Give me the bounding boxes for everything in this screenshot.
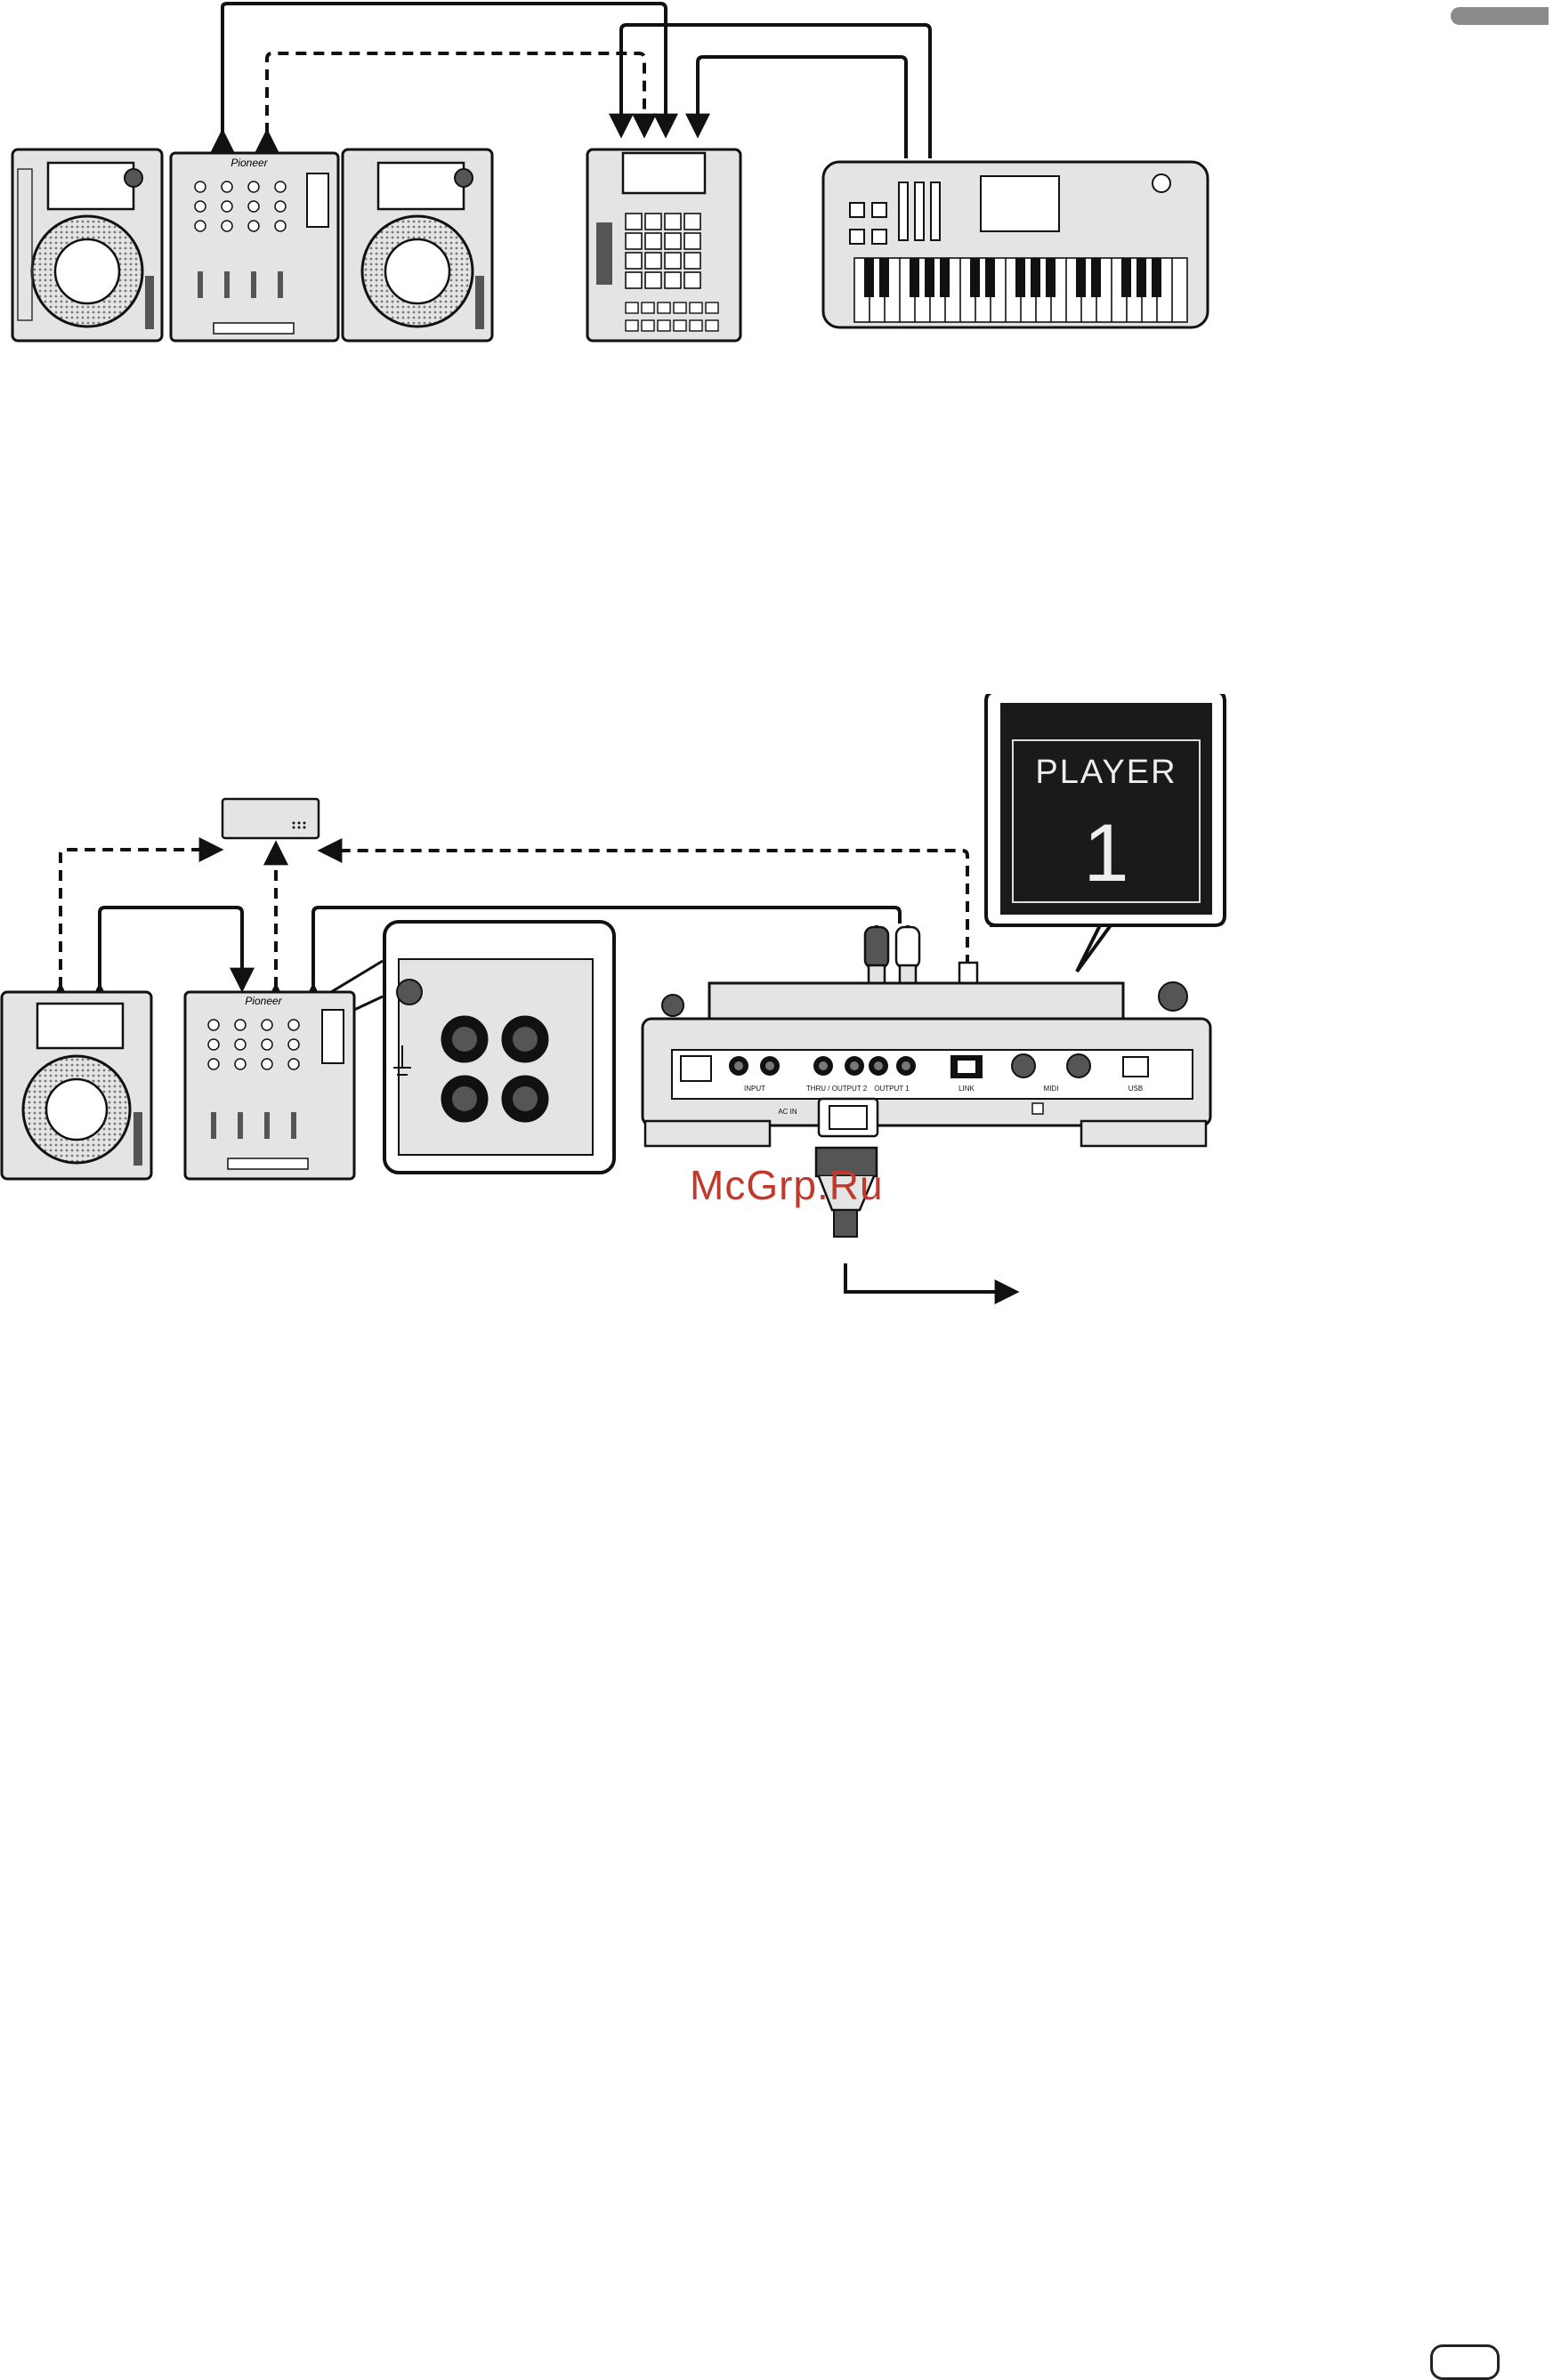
sampler-unit [587, 149, 740, 341]
midi-keyboard [823, 162, 1208, 327]
cdj-player-left [12, 149, 162, 341]
mixer-brand-label-bottom: Pioneer [245, 995, 282, 1007]
mixer-top: Pioneer [171, 153, 338, 341]
link-label: LINK [958, 1085, 975, 1093]
cdj-player-bottom [2, 992, 151, 1179]
input-label: INPUT [744, 1085, 765, 1093]
watermark-text: McGrp.Ru [690, 1161, 884, 1209]
rca-plugs [865, 927, 919, 983]
thru-output2-label: THRU / OUTPUT 2 [806, 1085, 868, 1093]
usb-label: USB [1128, 1085, 1143, 1093]
ac-in-label: AC IN [778, 1108, 797, 1116]
player-number-callout: PLAYER 1 [986, 694, 1225, 972]
callout-player-label: PLAYER [1035, 754, 1177, 791]
cdj-player-right [343, 149, 492, 341]
jack-zoom-inset [331, 922, 614, 1173]
page-number-badge [1430, 2344, 1500, 2380]
mixer-bottom: Pioneer [185, 992, 354, 1179]
top-cables [222, 4, 930, 158]
network-hub [222, 799, 319, 838]
bottom-connection-diagram: Pioneer [0, 694, 1553, 1317]
midi-label: MIDI [1044, 1085, 1059, 1093]
output1-label: OUTPUT 1 [874, 1085, 910, 1093]
top-connection-diagram: Pioneer [0, 0, 1553, 374]
callout-player-number: 1 [1083, 808, 1128, 899]
mixer-brand-label: Pioneer [231, 157, 268, 169]
